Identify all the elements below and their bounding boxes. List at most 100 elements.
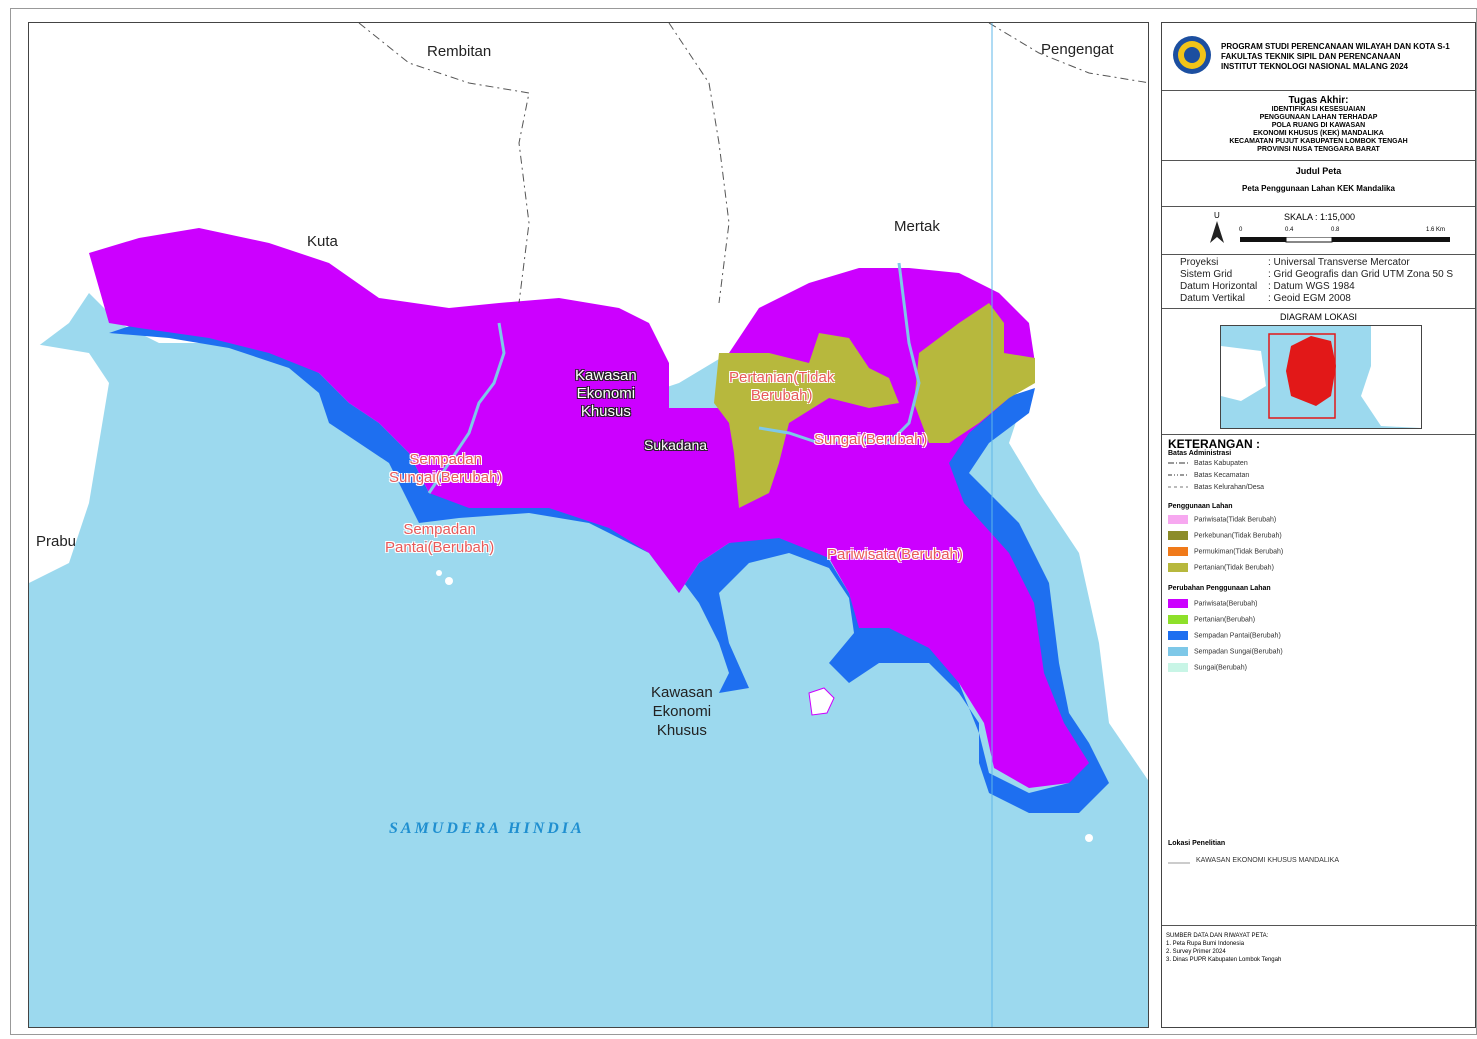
legend-section: KETERANGAN : Batas Administrasi Batas Ka… [1162, 435, 1475, 915]
island-3 [445, 577, 453, 585]
north-letter: U [1214, 211, 1220, 220]
scale-tick-2: 0.8 [1331, 227, 1340, 233]
map-frame[interactable]: Rembitan Pengengat Kuta Mertak Prabu Suk… [28, 22, 1149, 1028]
legend-landuse-item: Permukiman(Tidak Berubah) [1168, 547, 1283, 559]
place-label-prabu: Prabu [36, 533, 77, 550]
legend-change-label: Sempadan Pantai(Berubah) [1194, 632, 1281, 640]
thesis-line: KECAMATAN PUJUT KABUPATEN LOMBOK TENGAH [1229, 138, 1408, 145]
projection-value: : Universal Transverse Mercator [1268, 257, 1410, 268]
legend-panel: PROGRAM STUDI PERENCANAAN WILAYAH DAN KO… [1161, 22, 1477, 1028]
legend-landuse-title: Penggunaan Lahan [1168, 503, 1233, 510]
legend-landuse-item: Pariwisata(Tidak Berubah) [1168, 515, 1276, 527]
pertanian-area-east [914, 303, 1035, 443]
land-west [29, 343, 109, 583]
scale-block: U SKALA : 1:15,000 0 0.4 0.8 1.6 Km [1162, 207, 1475, 255]
zone-label-kek-1: Kawasan Ekonomi Khusus [575, 367, 637, 420]
legend-swatch [1168, 599, 1188, 608]
legend-swatch [1168, 515, 1188, 524]
legend-title: KETERANGAN : [1168, 437, 1260, 451]
projection-key: Datum Horizontal [1180, 281, 1258, 292]
sources-block: SUMBER DATA DAN RIWAYAT PETA: 1. Peta Ru… [1162, 925, 1477, 970]
map-title-label: Judul Peta [1295, 166, 1342, 176]
legend-swatch [1168, 615, 1188, 624]
institution-header: PROGRAM STUDI PERENCANAAN WILAYAH DAN KO… [1162, 23, 1475, 91]
change-label-pariwisata: Pariwisata(Berubah) [827, 546, 963, 563]
university-logo [1173, 36, 1211, 74]
legend-change-label: Sungai(Berubah) [1194, 664, 1247, 672]
place-label-mertak: Mertak [894, 218, 940, 235]
projection-key: Datum Vertikal [1180, 293, 1246, 304]
sources-line: 3. Dinas PUPR Kabupaten Lombok Tengah [1166, 957, 1282, 963]
location-diagram-block: DIAGRAM LOKASI [1162, 309, 1475, 435]
legend-swatch [1168, 547, 1188, 556]
legend-lokasi-item: KAWASAN EKONOMI KHUSUS MANDALIKA [1168, 855, 1339, 867]
zone-label-kek-2: Kawasan Ekonomi Khusus [651, 684, 713, 739]
map-canvas[interactable] [29, 23, 1149, 1028]
change-label-pertanian: Pertanian(Tidak Berubah) [729, 369, 835, 404]
change-label-sempadan-sungai: Sempadan Sungai(Berubah) [389, 451, 503, 486]
thesis-line: IDENTIFIKASI KESESUAIAN [1271, 106, 1366, 113]
thesis-label: Tugas Akhir: [1288, 95, 1349, 106]
scale-tick-0: 0 [1239, 227, 1243, 233]
projection-value: : Grid Geografis dan Grid UTM Zona 50 S [1268, 269, 1454, 280]
institution-line-2: FAKULTAS TEKNIK SIPIL DAN PERENCANAAN [1221, 52, 1401, 61]
location-diagram-title: DIAGRAM LOKASI [1279, 312, 1358, 322]
legend-landuse-label: Pertanian(Tidak Berubah) [1194, 564, 1274, 572]
legend-admin-item: Batas Kabupaten [1168, 460, 1248, 472]
projection-value: : Datum WGS 1984 [1268, 281, 1355, 292]
legend-change-label: Sempadan Sungai(Berubah) [1194, 648, 1283, 656]
island-2 [1085, 834, 1093, 842]
scale-tick-3: 1.6 Km [1426, 227, 1446, 233]
sources-line: 1. Peta Rupa Bumi Indonesia [1166, 941, 1245, 947]
legend-swatch [1168, 663, 1188, 672]
legend-admin-label: Batas Kecamatan [1194, 472, 1250, 479]
sea-label: SAMUDERA HINDIA [389, 820, 585, 837]
place-label-rembitan: Rembitan [427, 43, 492, 60]
legend-swatch [1168, 531, 1188, 540]
legend-admin-item: Batas Kecamatan [1168, 472, 1249, 484]
institution-line-1: PROGRAM STUDI PERENCANAAN WILAYAH DAN KO… [1221, 42, 1450, 51]
boundary-desa-icon [1168, 486, 1188, 488]
projection-key: Proyeksi [1180, 257, 1219, 268]
change-label-sungai: Sungai(Berubah) [814, 431, 928, 448]
legend-lokasi-label: KAWASAN EKONOMI KHUSUS MANDALIKA [1196, 856, 1340, 864]
scale-tick-1: 0.4 [1285, 227, 1294, 233]
river-1 [427, 322, 506, 494]
thesis-line: PROVINSI NUSA TENGGARA BARAT [1257, 146, 1380, 153]
legend-swatch [1168, 631, 1188, 640]
river-2 [758, 262, 921, 445]
place-label-sukadana: Sukadana [644, 437, 708, 453]
thesis-block: Tugas Akhir: IDENTIFIKASI KESESUAIAN PEN… [1162, 91, 1475, 161]
map-title: Peta Penggunaan Lahan KEK Mandalika [1242, 184, 1395, 193]
thesis-line: PENGGUNAAN LAHAN TERHADAP [1259, 114, 1378, 121]
island-4 [436, 570, 442, 576]
road-3 [988, 23, 1148, 84]
legend-change-item: Sempadan Sungai(Berubah) [1168, 647, 1283, 659]
legend-admin-label: Batas Kelurahan/Desa [1194, 484, 1265, 491]
island-1 [808, 687, 835, 716]
legend-change-item: Pariwisata(Berubah) [1168, 599, 1257, 611]
scale-bar [1240, 237, 1450, 243]
thesis-line: POLA RUANG DI KAWASAN [1271, 122, 1366, 129]
projection-key: Sistem Grid [1180, 269, 1233, 280]
legend-change-title: Perubahan Penggunaan Lahan [1168, 585, 1271, 592]
location-inset-map [1220, 325, 1422, 429]
projection-block: Proyeksi : Universal Transverse Mercator… [1162, 255, 1475, 309]
place-label-kuta: Kuta [307, 233, 338, 250]
change-label-sempadan-pantai: Sempadan Pantai(Berubah) [385, 521, 495, 556]
thesis-line: EKONOMI KHUSUS (KEK) MANDALIKA [1253, 130, 1384, 137]
institution-line-3: INSTITUT TEKNOLOGI NASIONAL MALANG 2024 [1221, 62, 1408, 71]
legend-admin-label: Batas Kabupaten [1194, 460, 1248, 467]
road-1 [358, 23, 530, 304]
legend-landuse-label: Perkebunan(Tidak Berubah) [1194, 532, 1282, 540]
legend-swatch [1168, 647, 1188, 656]
legend-landuse-label: Permukiman(Tidak Berubah) [1194, 548, 1284, 556]
legend-lokasi-title: Lokasi Penelitian [1168, 840, 1226, 847]
map-title-block: Judul Peta Peta Penggunaan Lahan KEK Man… [1162, 161, 1475, 207]
legend-landuse-item: Pertanian(Tidak Berubah) [1168, 563, 1274, 575]
legend-admin-item: Batas Kelurahan/Desa [1168, 484, 1264, 496]
legend-change-item: Sungai(Berubah) [1168, 663, 1247, 675]
scale-text: SKALA : 1:15,000 [1284, 212, 1356, 222]
legend-admin-title: Batas Administrasi [1168, 450, 1232, 457]
study-area-boundary-icon [1168, 862, 1190, 864]
